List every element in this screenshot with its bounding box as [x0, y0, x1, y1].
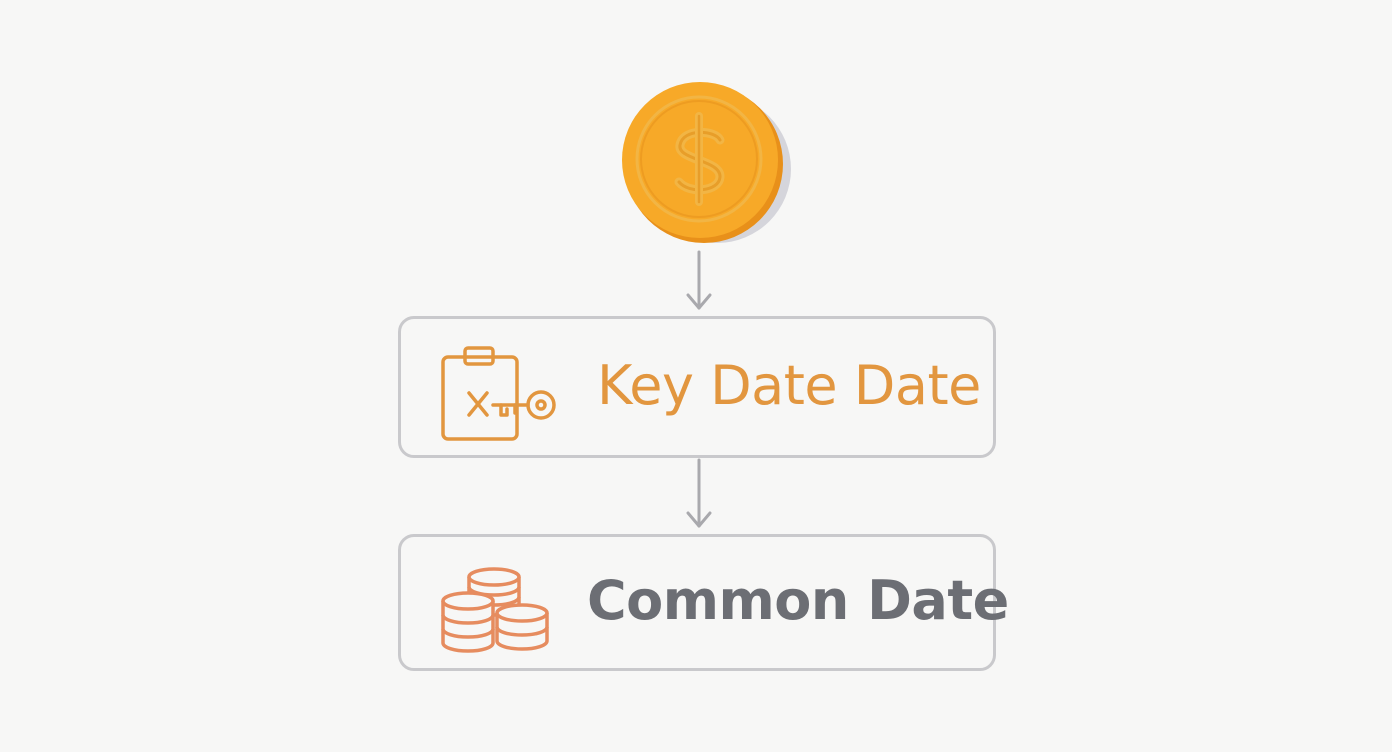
arrow-down-connector [686, 458, 712, 528]
arrow-down-connector [686, 250, 712, 310]
common-date-node: Common Date [398, 534, 1009, 671]
coin-stack-icon [441, 567, 549, 653]
key-date-node: Key Date Date [398, 316, 996, 458]
key-date-label: Key Date Date [597, 354, 981, 417]
clipboard-key-icon [441, 346, 556, 441]
dollar-coin-icon [622, 82, 791, 243]
common-date-label: Common Date [587, 569, 1009, 632]
